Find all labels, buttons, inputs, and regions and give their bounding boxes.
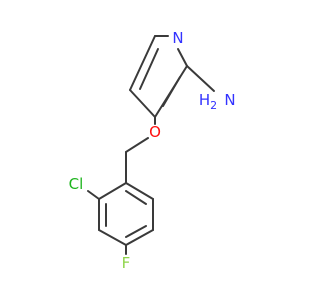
- bond-b4-b5: [125, 229, 154, 246]
- bond-b1-b2: [98, 182, 127, 200]
- benzene-ring: [98, 182, 154, 246]
- bond-n1-c2: [177, 48, 188, 67]
- atom-fluorine: F: [122, 254, 131, 272]
- molecule-drawing: N H2 N O Cl F: [69, 29, 236, 272]
- bond-double-c2-c3: [162, 76, 181, 107]
- bond-b3-b4: [98, 229, 127, 246]
- atom-ring-nitrogen: N: [172, 29, 183, 47]
- bond-double-b6-b1: [125, 190, 147, 205]
- pyridine-ring: [129, 35, 188, 118]
- bond-double-b4-b5: [125, 225, 147, 238]
- atom-ether-oxygen: O: [149, 123, 161, 141]
- bond-o-ch2: [125, 137, 149, 153]
- bond-c2-nh2: [186, 65, 215, 92]
- bond-aryl-cl: [87, 190, 100, 200]
- atom-amine-h2: H2: [199, 91, 217, 112]
- bond-b6-b1: [125, 182, 154, 200]
- bond-c4-c5: [129, 35, 156, 91]
- atom-chlorine: Cl: [69, 175, 84, 193]
- structure-canvas: N H2 N O Cl F: [68, 29, 236, 272]
- atom-amine-nitrogen: N: [224, 91, 235, 109]
- bond-c3-c4: [129, 89, 156, 118]
- bond-double-c4-c5: [139, 48, 159, 90]
